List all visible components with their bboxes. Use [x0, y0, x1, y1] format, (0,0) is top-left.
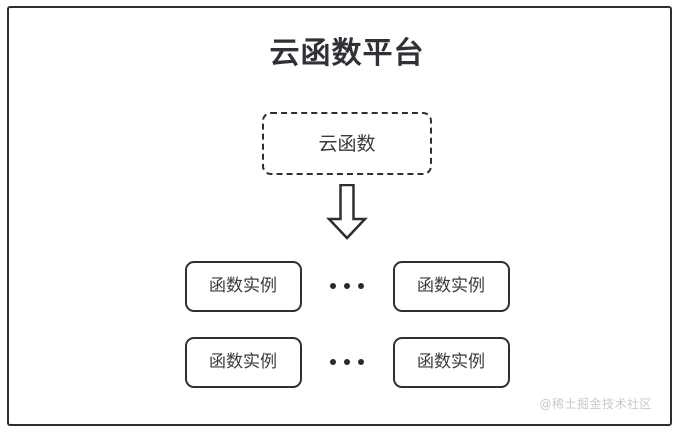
function-instance-node: 函数实例: [184, 336, 302, 388]
page-title: 云函数平台: [269, 36, 425, 71]
function-instance-label: 函数实例: [209, 352, 277, 372]
function-instance-label: 函数实例: [209, 276, 277, 296]
ellipsis-dot: [358, 283, 364, 289]
function-instance-label: 函数实例: [417, 276, 485, 296]
ellipsis-icon: [302, 359, 393, 365]
ellipsis-dot: [344, 283, 350, 289]
function-instance-node: 函数实例: [392, 260, 510, 312]
instance-row: 函数实例 函数实例: [9, 260, 676, 312]
function-instance-node: 函数实例: [392, 336, 510, 388]
cloud-function-node: 云函数: [262, 112, 432, 175]
function-instance-label: 函数实例: [417, 352, 485, 372]
ellipsis-dot: [358, 359, 364, 365]
ellipsis-dot: [330, 359, 336, 365]
watermark: @稀土掘金技术社区: [539, 397, 652, 411]
down-arrow-icon: [322, 183, 372, 240]
function-instance-node: 函数实例: [184, 260, 302, 312]
cloud-function-platform-frame: 云函数平台 云函数 函数实例 函数实例 函数实例: [7, 6, 672, 426]
ellipsis-dot: [344, 359, 350, 365]
instance-row: 函数实例 函数实例: [9, 336, 676, 388]
ellipsis-dot: [330, 283, 336, 289]
cloud-function-label: 云函数: [318, 132, 376, 155]
ellipsis-icon: [302, 283, 393, 289]
